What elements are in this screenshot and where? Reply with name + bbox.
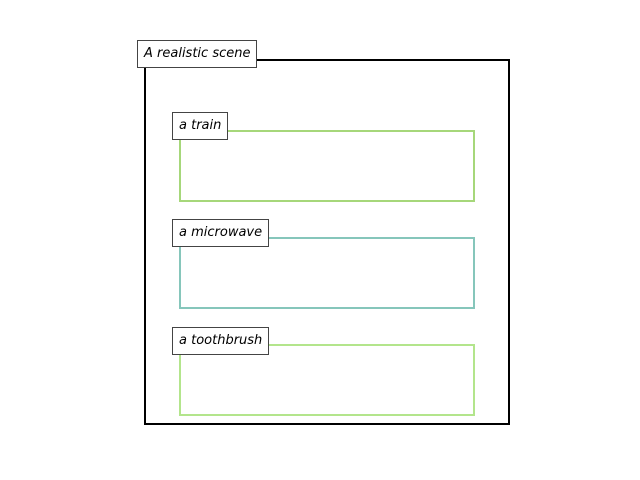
microwave-label: a microwave: [172, 219, 270, 247]
toothbrush-label: a toothbrush: [172, 327, 270, 355]
scene-frame: [144, 59, 510, 425]
scene-label: A realistic scene: [137, 40, 258, 68]
toothbrush-box: [179, 344, 475, 416]
microwave-box: [179, 237, 475, 309]
train-label: a train: [172, 112, 229, 140]
train-box: [179, 130, 475, 202]
